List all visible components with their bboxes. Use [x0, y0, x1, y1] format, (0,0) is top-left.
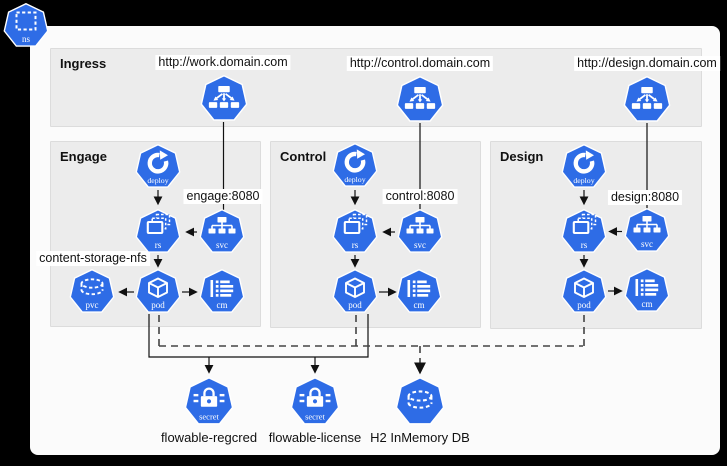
namespace-kind-label: ns — [22, 34, 31, 44]
configmap-icon: cm — [624, 267, 670, 312]
url-label-control: http://control.domain.com — [346, 56, 494, 71]
deployment-icon: deploy — [332, 142, 378, 187]
engage-configmap-node: cm — [199, 268, 245, 315]
configmap-icon: cm — [396, 268, 442, 313]
ingress-icon — [200, 74, 248, 121]
h2-database-node — [395, 376, 445, 427]
pod-kind-label: pod — [151, 300, 165, 310]
storage-label: content-storage-nfs — [36, 251, 150, 266]
secret-kind-label: secret — [305, 411, 325, 421]
design-service-node: svc — [624, 207, 670, 254]
panel-control-title: Control — [280, 149, 327, 164]
control-replicaset-node: rs — [332, 208, 378, 255]
namespace-badge-node: ns — [3, 2, 49, 49]
url-label-work: http://work.domain.com — [155, 55, 291, 70]
engage-pvc-node: pvc — [69, 268, 115, 315]
deployment-kind-label: deploy — [344, 175, 365, 184]
configmap-kind-label: cm — [217, 300, 228, 310]
secret-icon: secret — [290, 376, 340, 425]
service-kind-label: svc — [414, 240, 426, 250]
replicaset-icon: rs — [561, 208, 607, 253]
route-label-design: design:8080 — [607, 190, 683, 205]
engage-pod-node: pod — [135, 268, 181, 315]
engage-service-node: svc — [199, 208, 245, 255]
pod-kind-label: pod — [577, 300, 591, 310]
control-configmap-node: cm — [396, 268, 442, 315]
panel-engage-title: Engage — [60, 149, 107, 164]
database-icon — [395, 376, 445, 425]
pod-icon: pod — [332, 268, 378, 313]
replicaset-kind-label: rs — [155, 240, 162, 250]
service-icon: svc — [199, 208, 245, 253]
ingress-work-node — [200, 74, 248, 123]
control-deployment-node: deploy — [332, 142, 378, 189]
control-pod-node: pod — [332, 268, 378, 315]
secret-regcred-node: secret — [184, 376, 234, 427]
service-icon: svc — [624, 207, 670, 252]
service-kind-label: svc — [641, 239, 653, 249]
service-icon: svc — [397, 208, 443, 253]
design-pod-node: pod — [561, 268, 607, 315]
design-replicaset-node: rs — [561, 208, 607, 255]
replicaset-icon: rs — [332, 208, 378, 253]
pod-icon: pod — [561, 268, 607, 313]
ingress-icon — [623, 75, 671, 122]
control-service-node: svc — [397, 208, 443, 255]
namespace-icon: ns — [3, 2, 49, 47]
caption-secret-regcred: flowable-regcred — [160, 430, 258, 445]
design-deployment-node: deploy — [561, 143, 607, 190]
deployment-icon: deploy — [561, 143, 607, 188]
deployment-kind-label: deploy — [573, 176, 594, 185]
ingress-control-node — [396, 75, 444, 124]
caption-database: H2 InMemory DB — [370, 430, 470, 445]
service-kind-label: svc — [216, 240, 228, 250]
panel-ingress-title: Ingress — [60, 56, 107, 71]
secret-license-node: secret — [290, 376, 340, 427]
url-label-design: http://design.domain.com — [574, 56, 720, 71]
configmap-kind-label: cm — [414, 300, 425, 310]
deployment-kind-label: deploy — [147, 176, 168, 185]
replicaset-kind-label: rs — [581, 240, 588, 250]
deployment-icon: deploy — [135, 143, 181, 188]
route-label-control: control:8080 — [382, 189, 458, 204]
pod-kind-label: pod — [348, 300, 362, 310]
route-label-engage: engage:8080 — [183, 189, 263, 204]
ingress-icon — [396, 75, 444, 122]
ingress-design-node — [623, 75, 671, 124]
design-configmap-node: cm — [624, 267, 670, 314]
configmap-kind-label: cm — [642, 299, 653, 309]
replicaset-kind-label: rs — [352, 240, 359, 250]
pvc-icon: pvc — [69, 268, 115, 313]
edge-pods-to-secrets-bracket — [148, 314, 369, 358]
caption-secret-license: flowable-license — [268, 430, 362, 445]
secret-icon: secret — [184, 376, 234, 425]
secret-kind-label: secret — [199, 411, 219, 421]
pod-icon: pod — [135, 268, 181, 313]
replicaset-icon: rs — [135, 208, 181, 253]
configmap-icon: cm — [199, 268, 245, 313]
engage-deployment-node: deploy — [135, 143, 181, 190]
engage-replicaset-node: rs — [135, 208, 181, 255]
panel-design-title: Design — [500, 149, 544, 164]
pvc-kind-label: pvc — [86, 300, 99, 310]
